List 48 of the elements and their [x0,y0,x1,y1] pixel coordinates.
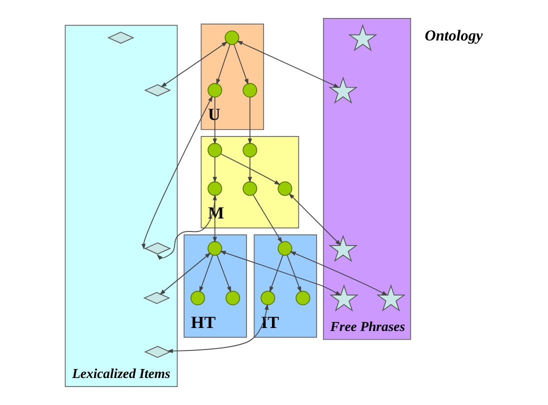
arrow [288,193,341,246]
arrow [219,250,341,296]
node-sparkle [142,292,170,304]
arrow [166,304,268,354]
arrow [158,252,210,295]
node-circle [207,142,222,158]
node-circle [207,181,222,196]
node-circle [295,290,310,306]
node-star [328,234,358,262]
arrow [247,96,252,145]
arrow [198,254,213,292]
node-star [348,24,377,52]
arrow [252,194,282,244]
arrow [220,154,280,186]
node-circle [207,241,222,256]
arrow [289,251,388,296]
node-star [328,284,358,312]
node-sparkle [106,32,134,44]
node-circle [242,142,257,158]
arrow [156,194,216,260]
arrow [160,42,228,88]
node-star [328,76,358,104]
node-circle [260,290,275,306]
node-circle [242,181,257,196]
node-circle [242,83,257,98]
node-sparkle [144,346,171,358]
node-circle [224,30,239,45]
node-circle [277,241,292,256]
arrow [286,254,301,292]
node-circle [225,290,240,306]
node-circle [207,83,222,98]
arrow [216,44,230,85]
arrow [140,96,212,250]
node-star [376,284,406,312]
arrow [236,40,340,88]
cluster: Lexicalized Items [64,24,178,387]
node-circle [190,290,205,306]
label: Ontology [424,28,482,45]
arrow [269,254,283,292]
arrow [247,156,252,183]
arrow [212,156,216,183]
node-circle [277,181,292,196]
node-sparkle [144,242,171,254]
cluster: Free Phrases [322,18,411,340]
arrow [216,254,231,292]
cluster: HT [183,234,246,338]
arrow [233,44,248,85]
node-sparkle [144,84,171,96]
